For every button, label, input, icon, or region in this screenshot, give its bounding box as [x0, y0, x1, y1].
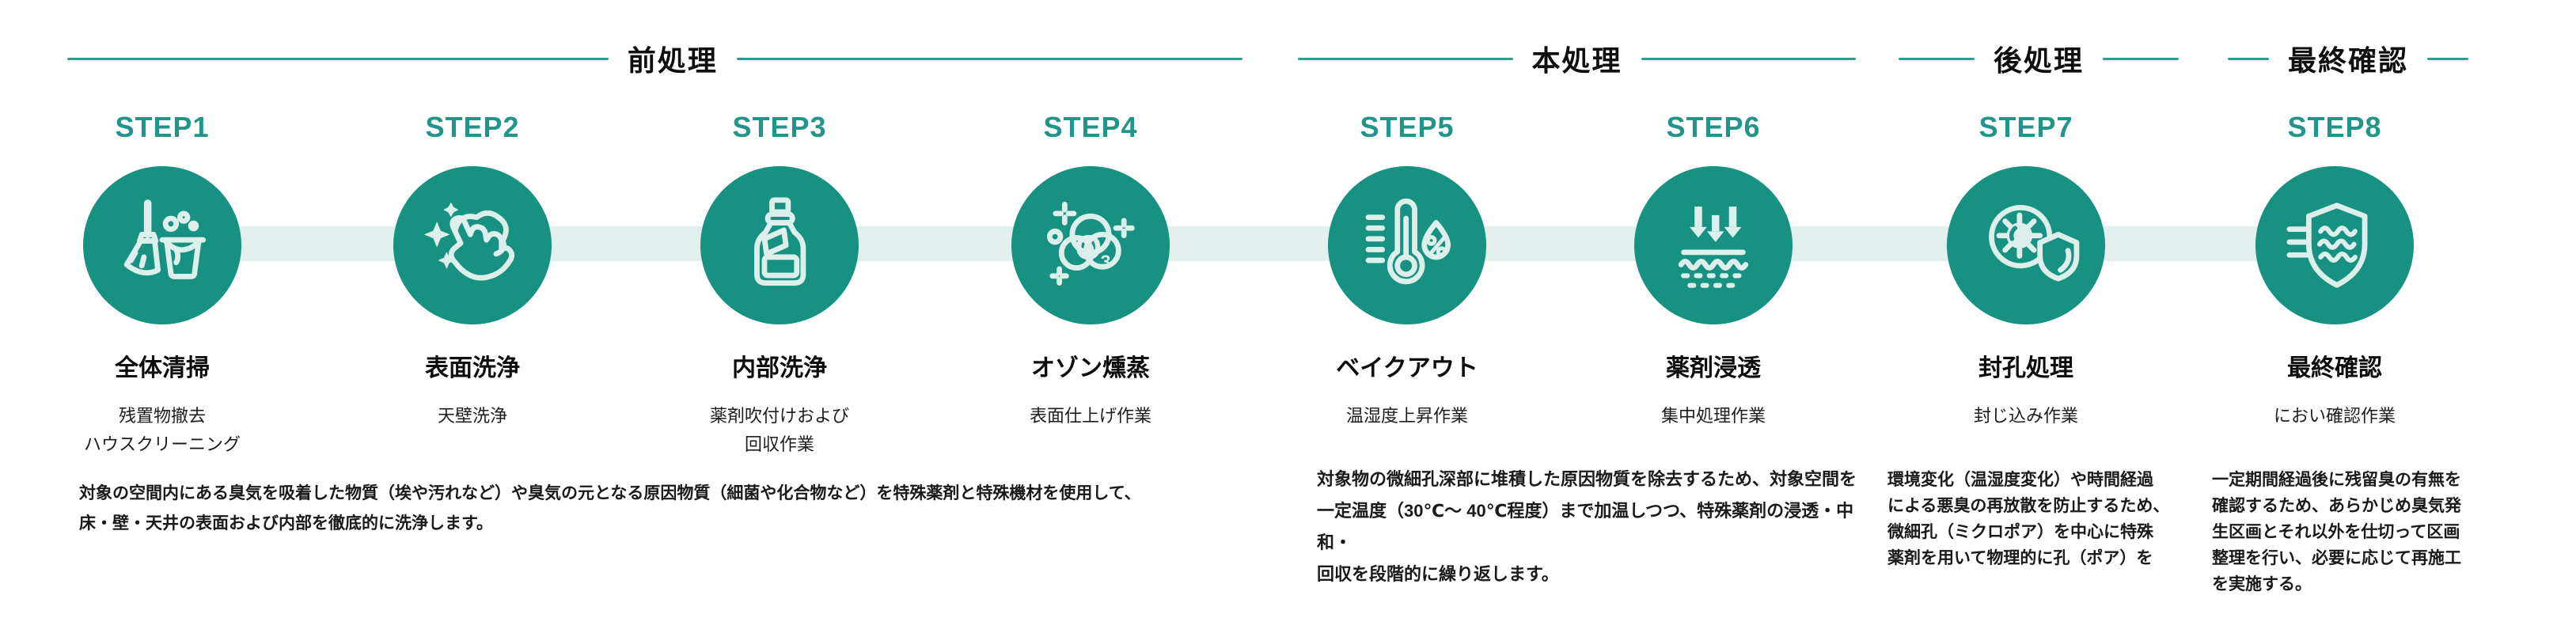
phase-rule-right [2427, 57, 2469, 60]
step-2-circle [393, 166, 552, 324]
ozone-molecule-icon: O 3 [1046, 201, 1135, 286]
main-treatment-description: 対象物の微細孔深部に堆積した原因物質を除去するため、対象空間を 一定温度（30℃… [1317, 469, 1857, 584]
phase-label: 後処理 [1994, 44, 2085, 77]
phase-label: 最終確認 [2288, 44, 2409, 77]
step-3-circle [700, 166, 859, 324]
step-6-subtitle: 集中処理作業 [1660, 406, 1766, 426]
step-7-label: STEP7 [1978, 111, 2073, 143]
step-2-label: STEP2 [425, 111, 520, 143]
thermometer-humidity-icon [1365, 198, 1451, 285]
phase-label: 本処理 [1531, 44, 1622, 77]
step-5: STEP5 ベイクアウト 温湿度上昇作業 [1273, 111, 1542, 522]
step-3-title: 内部洗浄 [732, 355, 827, 381]
phase-rule-left [1899, 57, 1975, 60]
phase-header-final-check: 最終確認 [2228, 41, 2469, 77]
step-1-label: STEP1 [115, 111, 210, 143]
microbe-shield-icon [1989, 205, 2080, 282]
step-4: STEP4 O 3 オゾン燻蒸 表面仕上げ作業 [956, 111, 1225, 522]
step-4-subtitle: 表面仕上げ作業 [1029, 406, 1151, 426]
step-6-title: 薬剤浸透 [1666, 355, 1761, 381]
phase-rule-left [1298, 57, 1513, 60]
broom-bucket-icon [123, 199, 207, 279]
post-treatment-description: 環境変化（温湿度変化）や時間経過 による悪臭の再放散を防止するため、 微細孔（ミ… [1887, 471, 2170, 567]
step-5-label: STEP5 [1360, 111, 1455, 143]
detergent-bottle-icon [754, 197, 806, 286]
step-4-circle: O 3 [1011, 166, 1170, 324]
step-7-subtitle: 封じ込み作業 [1973, 406, 2078, 426]
step-2: STEP2 表面洗浄 天壁洗浄 [338, 111, 607, 522]
phase-rule-right [2103, 57, 2180, 60]
step-8-circle [2255, 166, 2414, 324]
step-4-title: オゾン燻蒸 [1031, 355, 1150, 381]
svg-text:3: 3 [1101, 252, 1111, 272]
phase-header-pretreatment: 前処理 [67, 41, 1242, 77]
phase-header-post-treatment: 後処理 [1899, 41, 2180, 77]
step-8-label: STEP8 [2287, 111, 2382, 143]
step-7: STEP7 封孔処理 封じ込み作業 [1891, 111, 2161, 522]
step-1-subtitle: 残置物撤去 ハウスクリーニング [83, 406, 241, 454]
pretreatment-description: 対象の空間内にある臭気を吸着した物質（埃や汚れなど）や臭気の元となる原因物質（細… [79, 484, 1141, 533]
phase-label: 前処理 [627, 44, 718, 77]
step-6: STEP6 薬剤浸透 集中処理作業 [1579, 111, 1848, 522]
step-1-title: 全体清掃 [115, 355, 210, 381]
step-5-subtitle: 温湿度上昇作業 [1345, 406, 1468, 426]
svg-text:O: O [1075, 229, 1102, 267]
step-8: STEP8 最終確認 におい確認作業 [2200, 111, 2469, 522]
step-1: STEP1 全体清掃 残置物撤去 ハウスクリーニング [28, 111, 297, 522]
step-8-title: 最終確認 [2287, 355, 2382, 381]
step-3-label: STEP3 [732, 111, 827, 143]
step-2-subtitle: 天壁洗浄 [437, 406, 507, 426]
phase-rule-left [2228, 57, 2269, 60]
step-1-circle [83, 166, 241, 324]
penetration-arrows-icon [1678, 207, 1749, 288]
phase-rule-right [1641, 57, 1857, 60]
step-7-title: 封孔処理 [1978, 355, 2073, 381]
step-3-subtitle: 薬剤吹付けおよび 回収作業 [709, 406, 849, 454]
step-6-label: STEP6 [1666, 111, 1761, 143]
step-5-circle [1328, 166, 1486, 324]
step-8-subtitle: におい確認作業 [2273, 406, 2396, 426]
step-5-title: ベイクアウト [1336, 355, 1478, 381]
phase-header-main-treatment: 本処理 [1298, 41, 1857, 77]
wiping-hand-icon [423, 202, 515, 281]
final-check-description: 一定期間経過後に残留臭の有無を 確認するため、あらかじめ臭気発 生区画とそれ以外… [2212, 471, 2461, 593]
odor-shield-icon [2286, 203, 2368, 288]
phase-rule-left [67, 57, 609, 60]
step-3: STEP3 内部洗浄 薬剤吹付けおよび 回収作業 [645, 111, 914, 522]
phase-rule-right [736, 57, 1242, 60]
step-6-circle [1634, 166, 1793, 324]
step-4-label: STEP4 [1043, 111, 1138, 143]
step-7-circle [1947, 166, 2105, 324]
step-2-title: 表面洗浄 [425, 355, 520, 381]
